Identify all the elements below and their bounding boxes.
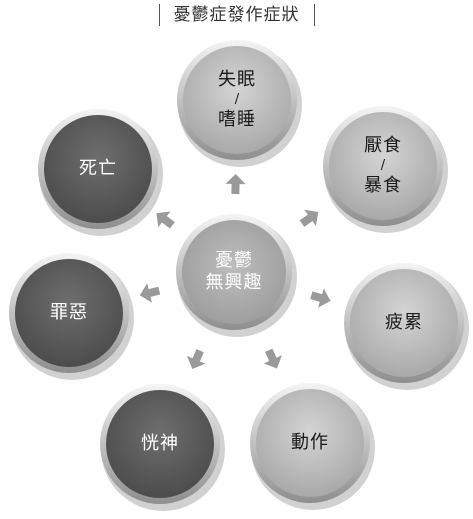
arrow-to-movement — [263, 348, 282, 369]
node-distraction-circle — [106, 390, 214, 498]
arrow-to-insomnia — [225, 174, 246, 195]
center-node-label: 憂鬱 無興趣 — [182, 220, 286, 324]
node-insomnia-circle — [183, 46, 291, 154]
node-guilt-text: 罪惡 — [50, 302, 88, 323]
node-guilt-label: 罪惡 — [15, 259, 123, 367]
center-line-2: 無興趣 — [205, 272, 263, 293]
node-movement-text: 動作 — [291, 432, 329, 453]
node-fatigue-circle — [350, 269, 458, 377]
node-insomnia-slash: / — [234, 92, 240, 107]
center-line-1: 憂鬱 — [215, 250, 253, 271]
node-movement-label: 動作 — [256, 389, 364, 497]
arrow-to-distraction — [187, 349, 206, 370]
node-fatigue-label: 疲累 — [350, 269, 458, 377]
node-movement-circle — [256, 389, 364, 497]
node-death-text: 死亡 — [79, 158, 117, 179]
node-guilt-circle — [15, 259, 123, 367]
node-appetite-line-2: 暴食 — [364, 175, 402, 196]
arrow-to-guilt — [139, 283, 161, 303]
node-distraction-text: 恍神 — [141, 433, 179, 454]
node-appetite-label: 厭食 / 暴食 — [329, 112, 437, 220]
arrow-to-death — [156, 211, 175, 229]
node-death-label: 死亡 — [44, 115, 152, 223]
arrow-to-fatigue — [310, 288, 331, 308]
center-circle — [182, 220, 286, 324]
node-distraction-label: 恍神 — [106, 390, 214, 498]
diagram-title: 憂鬱症發作症狀 — [158, 4, 315, 26]
arrow-to-appetite — [299, 209, 319, 227]
title-wrap: 憂鬱症發作症狀 — [0, 4, 473, 26]
node-insomnia-line-1: 失眠 — [218, 69, 256, 90]
node-death-circle — [44, 115, 152, 223]
node-appetite-slash: / — [380, 158, 386, 173]
node-insomnia-line-2: 嗜睡 — [218, 109, 256, 130]
node-insomnia-label: 失眠 / 嗜睡 — [183, 46, 291, 154]
node-appetite-circle — [329, 112, 437, 220]
node-fatigue-text: 疲累 — [385, 312, 423, 333]
node-appetite-line-1: 厭食 — [364, 135, 402, 156]
